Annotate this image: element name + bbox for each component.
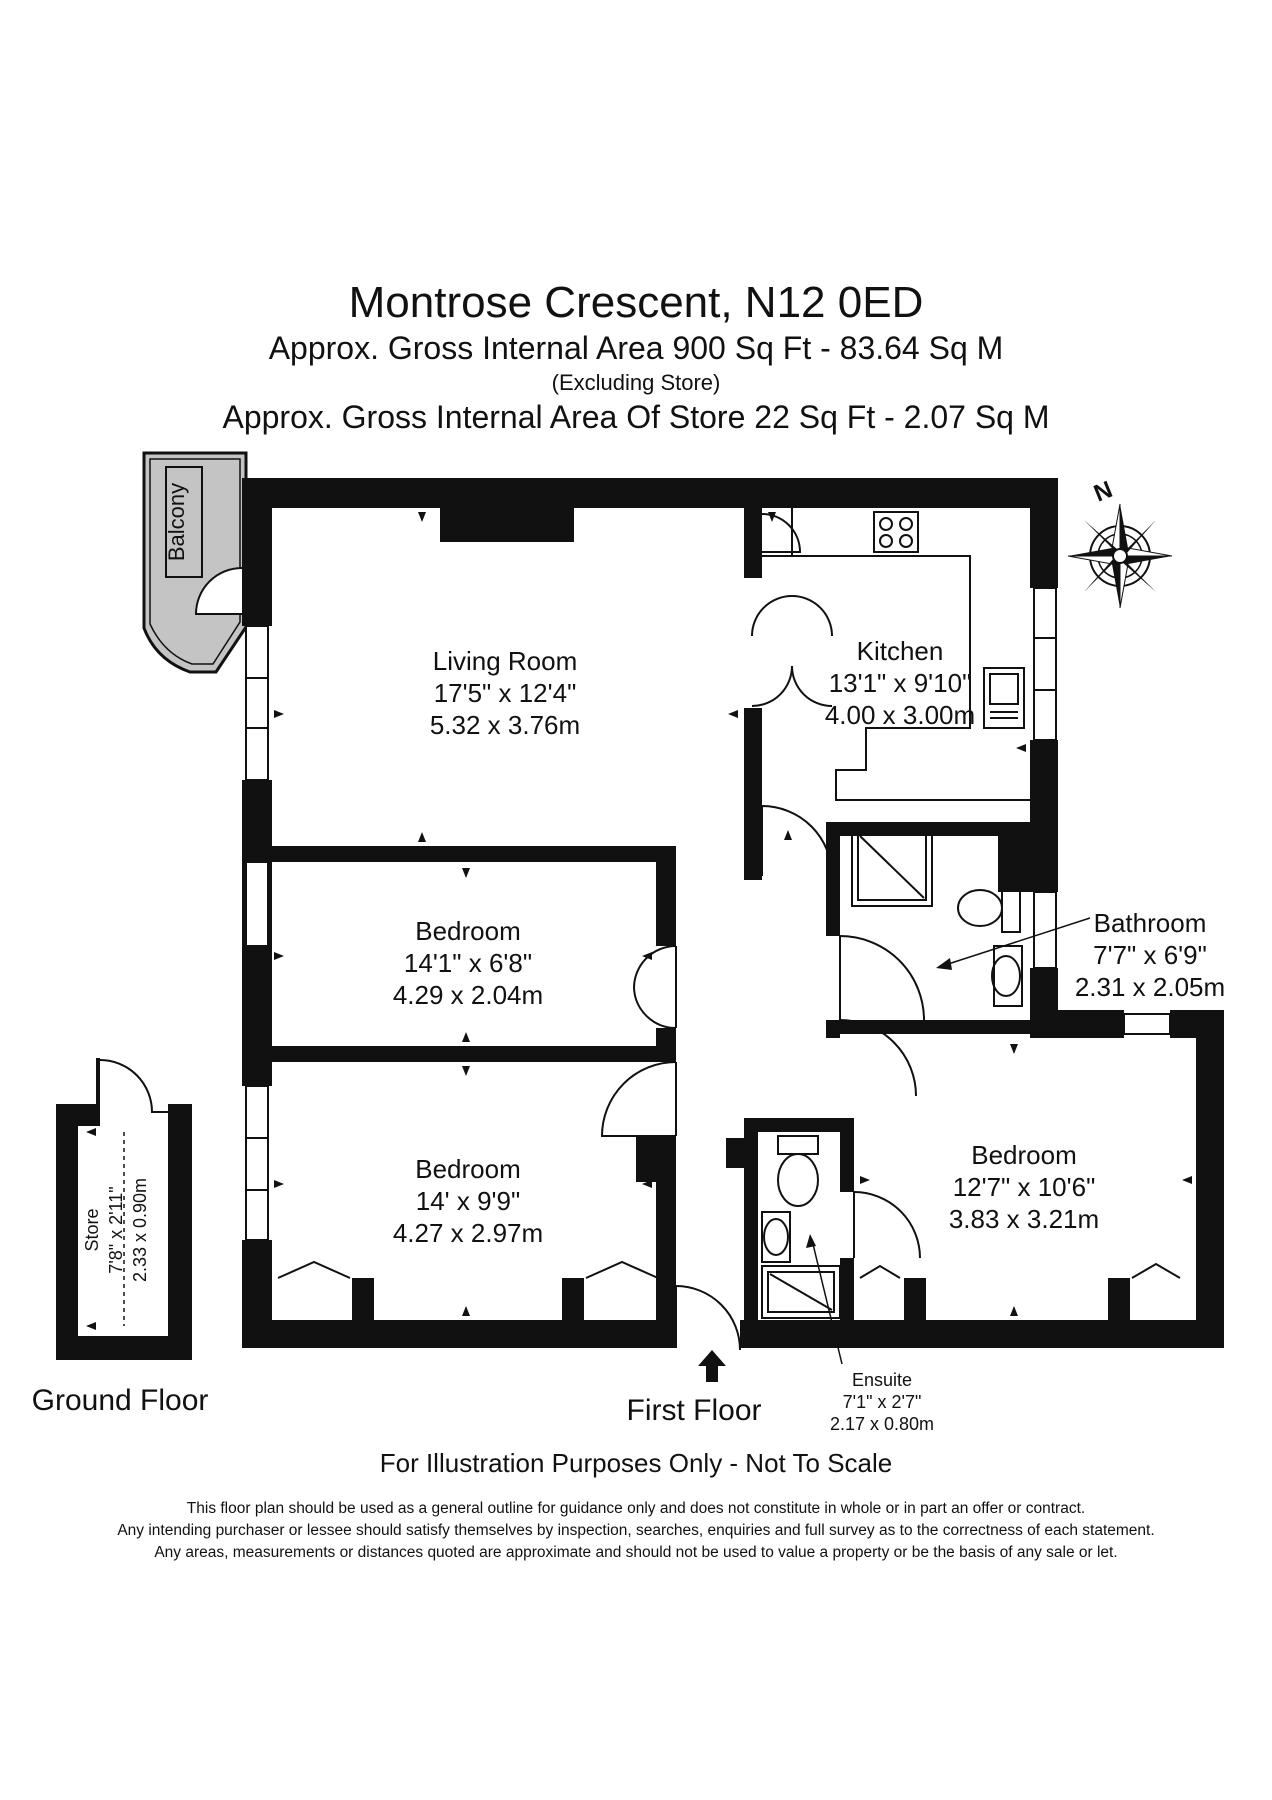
plan-title: Montrose Crescent, N12 0ED (348, 278, 924, 327)
svg-text:13'1" x 9'10": 13'1" x 9'10" (829, 668, 972, 698)
ensuite-shower-icon (761, 1265, 841, 1319)
bedroom-2-label: Bedroom 14' x 9'9" 4.27 x 2.97m (393, 1154, 543, 1248)
kitchen-counters (762, 506, 1030, 801)
doors (277, 513, 1181, 1351)
compass-north-label: N (1090, 476, 1116, 508)
bedroom-1-label: Bedroom 14'1" x 6'8" 4.29 x 2.04m (393, 916, 543, 1010)
illustration-note: For Illustration Purposes Only - Not To … (379, 1448, 893, 1478)
balcony-label: Balcony (164, 483, 189, 561)
svg-text:7'1" x 2'7": 7'1" x 2'7" (843, 1392, 922, 1412)
svg-text:Bedroom: Bedroom (415, 916, 521, 946)
hob-icon (873, 511, 919, 553)
svg-text:Ensuite: Ensuite (852, 1370, 912, 1390)
entrance-arrow-icon (698, 1350, 726, 1382)
bathroom-label: Bathroom 7'7" x 6'9" 2.31 x 2.05m (1075, 908, 1225, 1002)
ground-floor-label: Ground Floor (32, 1384, 209, 1417)
disclaimer-line: Any areas, measurements or distances quo… (154, 1544, 1118, 1561)
gross-area-note: (Excluding Store) (551, 370, 721, 395)
interior-walls (268, 506, 1130, 1348)
bedroom-3-label: Bedroom 12'7" x 10'6" 3.83 x 3.21m (949, 1140, 1099, 1234)
svg-text:Kitchen: Kitchen (857, 636, 944, 666)
living-room-label: Living Room 17'5" x 12'4" 5.32 x 3.76m (430, 646, 580, 740)
svg-text:Bedroom: Bedroom (971, 1140, 1077, 1170)
svg-text:12'7" x 10'6": 12'7" x 10'6" (953, 1172, 1096, 1202)
leader-arrowheads (806, 958, 952, 1248)
balcony (142, 451, 248, 674)
svg-text:2.17 x 0.80m: 2.17 x 0.80m (830, 1414, 934, 1434)
svg-text:2.33 x 0.90m: 2.33 x 0.90m (130, 1178, 150, 1282)
svg-text:Bedroom: Bedroom (415, 1154, 521, 1184)
kitchen-sink-icon (983, 667, 1025, 729)
svg-text:3.83 x 3.21m: 3.83 x 3.21m (949, 1204, 1099, 1234)
svg-text:2.31 x 2.05m: 2.31 x 2.05m (1075, 972, 1225, 1002)
leader-lines (811, 917, 1091, 1365)
shower-icon (851, 827, 933, 907)
svg-text:14'1" x 6'8": 14'1" x 6'8" (404, 948, 532, 978)
svg-text:14' x 9'9": 14' x 9'9" (416, 1186, 520, 1216)
svg-text:Store: Store (82, 1208, 102, 1251)
basin-icon (991, 945, 1023, 1007)
svg-text:17'5" x 12'4": 17'5" x 12'4" (434, 678, 577, 708)
store-unit (56, 1058, 192, 1360)
disclaimer: This floor plan should be used as a gene… (0, 1498, 1272, 1564)
kitchen-label: Kitchen 13'1" x 9'10" 4.00 x 3.00m (825, 636, 975, 730)
measurement-markers (274, 512, 1192, 1316)
toilet-icon (957, 883, 1021, 933)
svg-text:Bathroom: Bathroom (1094, 908, 1207, 938)
compass-rose-icon (1067, 503, 1173, 609)
chimney-breast (440, 506, 574, 542)
ensuite-label: Ensuite 7'1" x 2'7" 2.17 x 0.80m (830, 1370, 934, 1434)
svg-text:7'7" x 6'9": 7'7" x 6'9" (1093, 940, 1207, 970)
store-label: Store 7'8" x 2'11" 2.33 x 0.90m (82, 1178, 150, 1282)
ensuite-basin-icon (761, 1211, 791, 1263)
svg-text:5.32 x 3.76m: 5.32 x 3.76m (430, 710, 580, 740)
windows (245, 587, 1171, 1241)
disclaimer-line: Any intending purchaser or lessee should… (117, 1522, 1155, 1539)
disclaimer-line: This floor plan should be used as a gene… (186, 1500, 1086, 1517)
svg-text:Living Room: Living Room (433, 646, 578, 676)
store-area-text: Approx. Gross Internal Area Of Store 22 … (222, 399, 1050, 435)
first-floor-label: First Floor (627, 1394, 762, 1427)
ensuite-toilet-icon (777, 1135, 819, 1207)
gross-area-text: Approx. Gross Internal Area 900 Sq Ft - … (268, 330, 1004, 366)
svg-text:4.00 x 3.00m: 4.00 x 3.00m (825, 700, 975, 730)
svg-text:7'8" x 2'11": 7'8" x 2'11" (106, 1186, 126, 1273)
svg-text:4.27 x 2.97m: 4.27 x 2.97m (393, 1218, 543, 1248)
svg-text:4.29 x 2.04m: 4.29 x 2.04m (393, 980, 543, 1010)
